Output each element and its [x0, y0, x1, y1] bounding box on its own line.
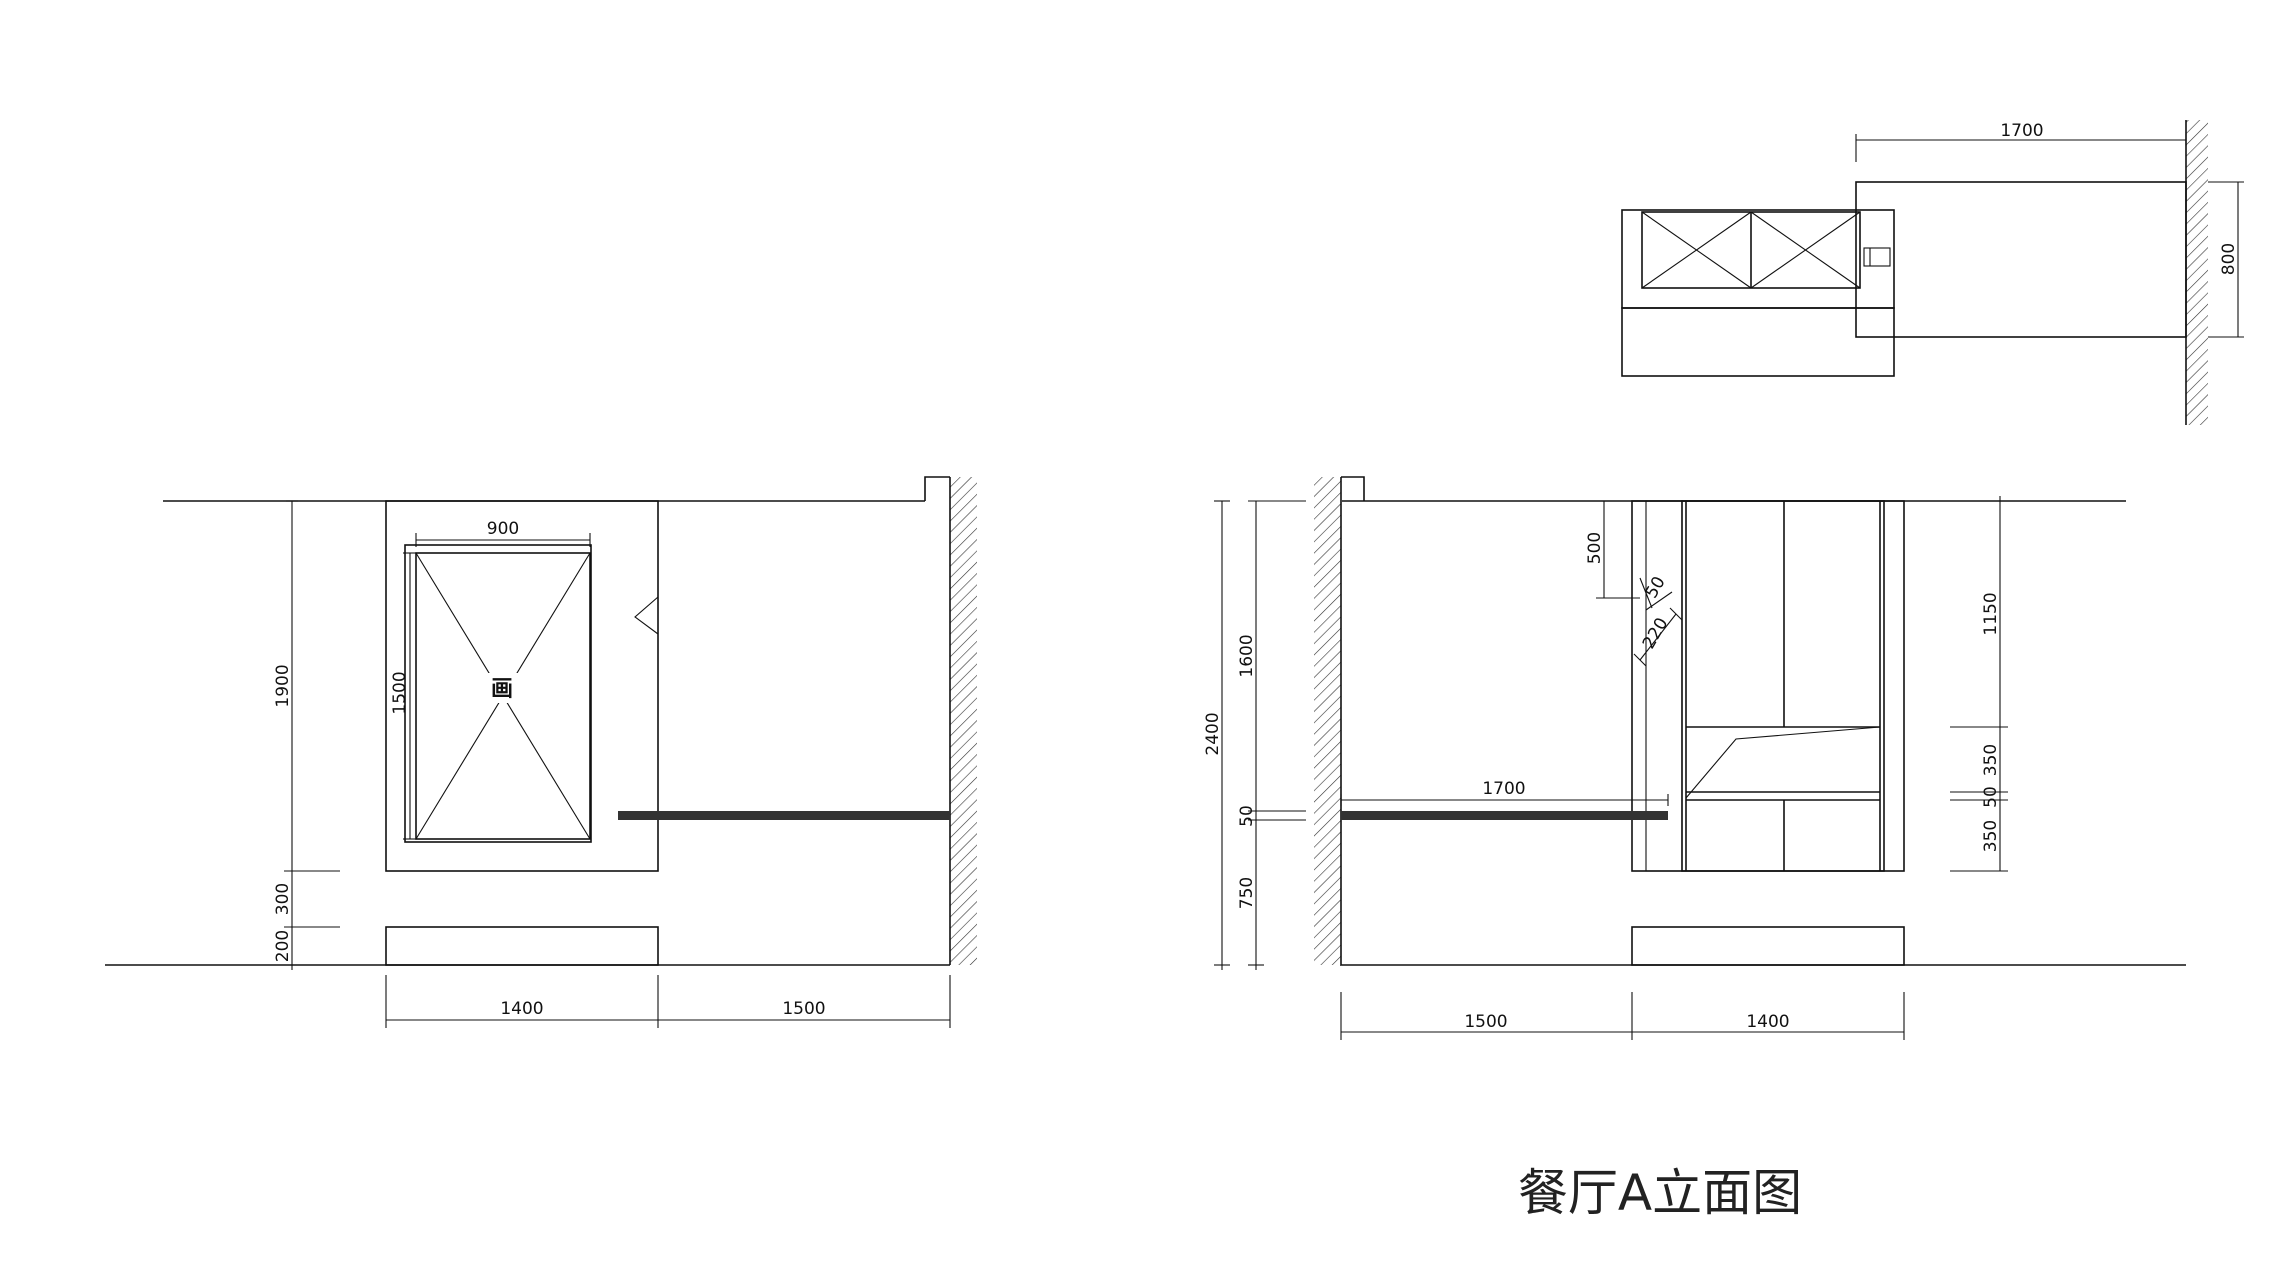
plan-table [1855, 181, 2187, 338]
dim-2400: 2400 [1203, 712, 1223, 755]
cabinet-frame [1631, 500, 1905, 872]
dim-1900: 1900 [273, 664, 293, 707]
plan-view: 1700 800 [1621, 120, 2244, 425]
left-elevation: 画 900 1500 1900 300 200 1400 1500 [105, 476, 977, 1028]
dim-750: 750 [1237, 877, 1257, 909]
dim-800-plan: 800 [2219, 243, 2239, 275]
dim-1400: 1400 [500, 999, 543, 1019]
drawing-title: 餐厅A立面图 [1518, 1164, 1802, 1222]
dim-1500: 1500 [782, 999, 825, 1019]
left-shelf-bar [618, 811, 950, 820]
left-upper-panel [385, 500, 659, 872]
dim-1700-shelf: 1700 [1482, 779, 1525, 799]
dim-1600: 1600 [1237, 634, 1257, 677]
painting-label: 画 [491, 677, 513, 702]
right-bench [1631, 926, 1905, 966]
left-bench [385, 926, 659, 966]
plan-wall-hatch [2186, 120, 2208, 425]
dim-500: 500 [1585, 532, 1605, 564]
dim-300: 300 [273, 883, 293, 915]
dim-350-bottom: 350 [1981, 820, 2001, 852]
right-elevation: 2400 1600 50 750 500 50 220 1700 1150 35… [1203, 476, 2186, 1040]
plan-cabinet [1621, 209, 1895, 309]
plan-bench [1621, 307, 1895, 377]
dim-1500-right: 1500 [1464, 1012, 1507, 1032]
dim-350-top: 350 [1981, 744, 2001, 776]
painting-frame [404, 544, 592, 843]
dim-200: 200 [273, 930, 293, 962]
dim-1500-vertical: 1500 [390, 671, 410, 714]
dim-50-shelf: 50 [1237, 805, 1257, 827]
right-shelf-bar [1341, 811, 1668, 820]
dim-1700-plan: 1700 [2000, 121, 2043, 141]
dim-220: 220 [1639, 614, 1673, 652]
dim-900: 900 [487, 519, 519, 539]
dim-1150: 1150 [1981, 592, 2001, 635]
dim-50-cabinet: 50 [1981, 786, 2001, 808]
right-wall-hatch [1314, 477, 1341, 965]
left-wall-hatch [950, 477, 977, 965]
dim-1400-right: 1400 [1746, 1012, 1789, 1032]
